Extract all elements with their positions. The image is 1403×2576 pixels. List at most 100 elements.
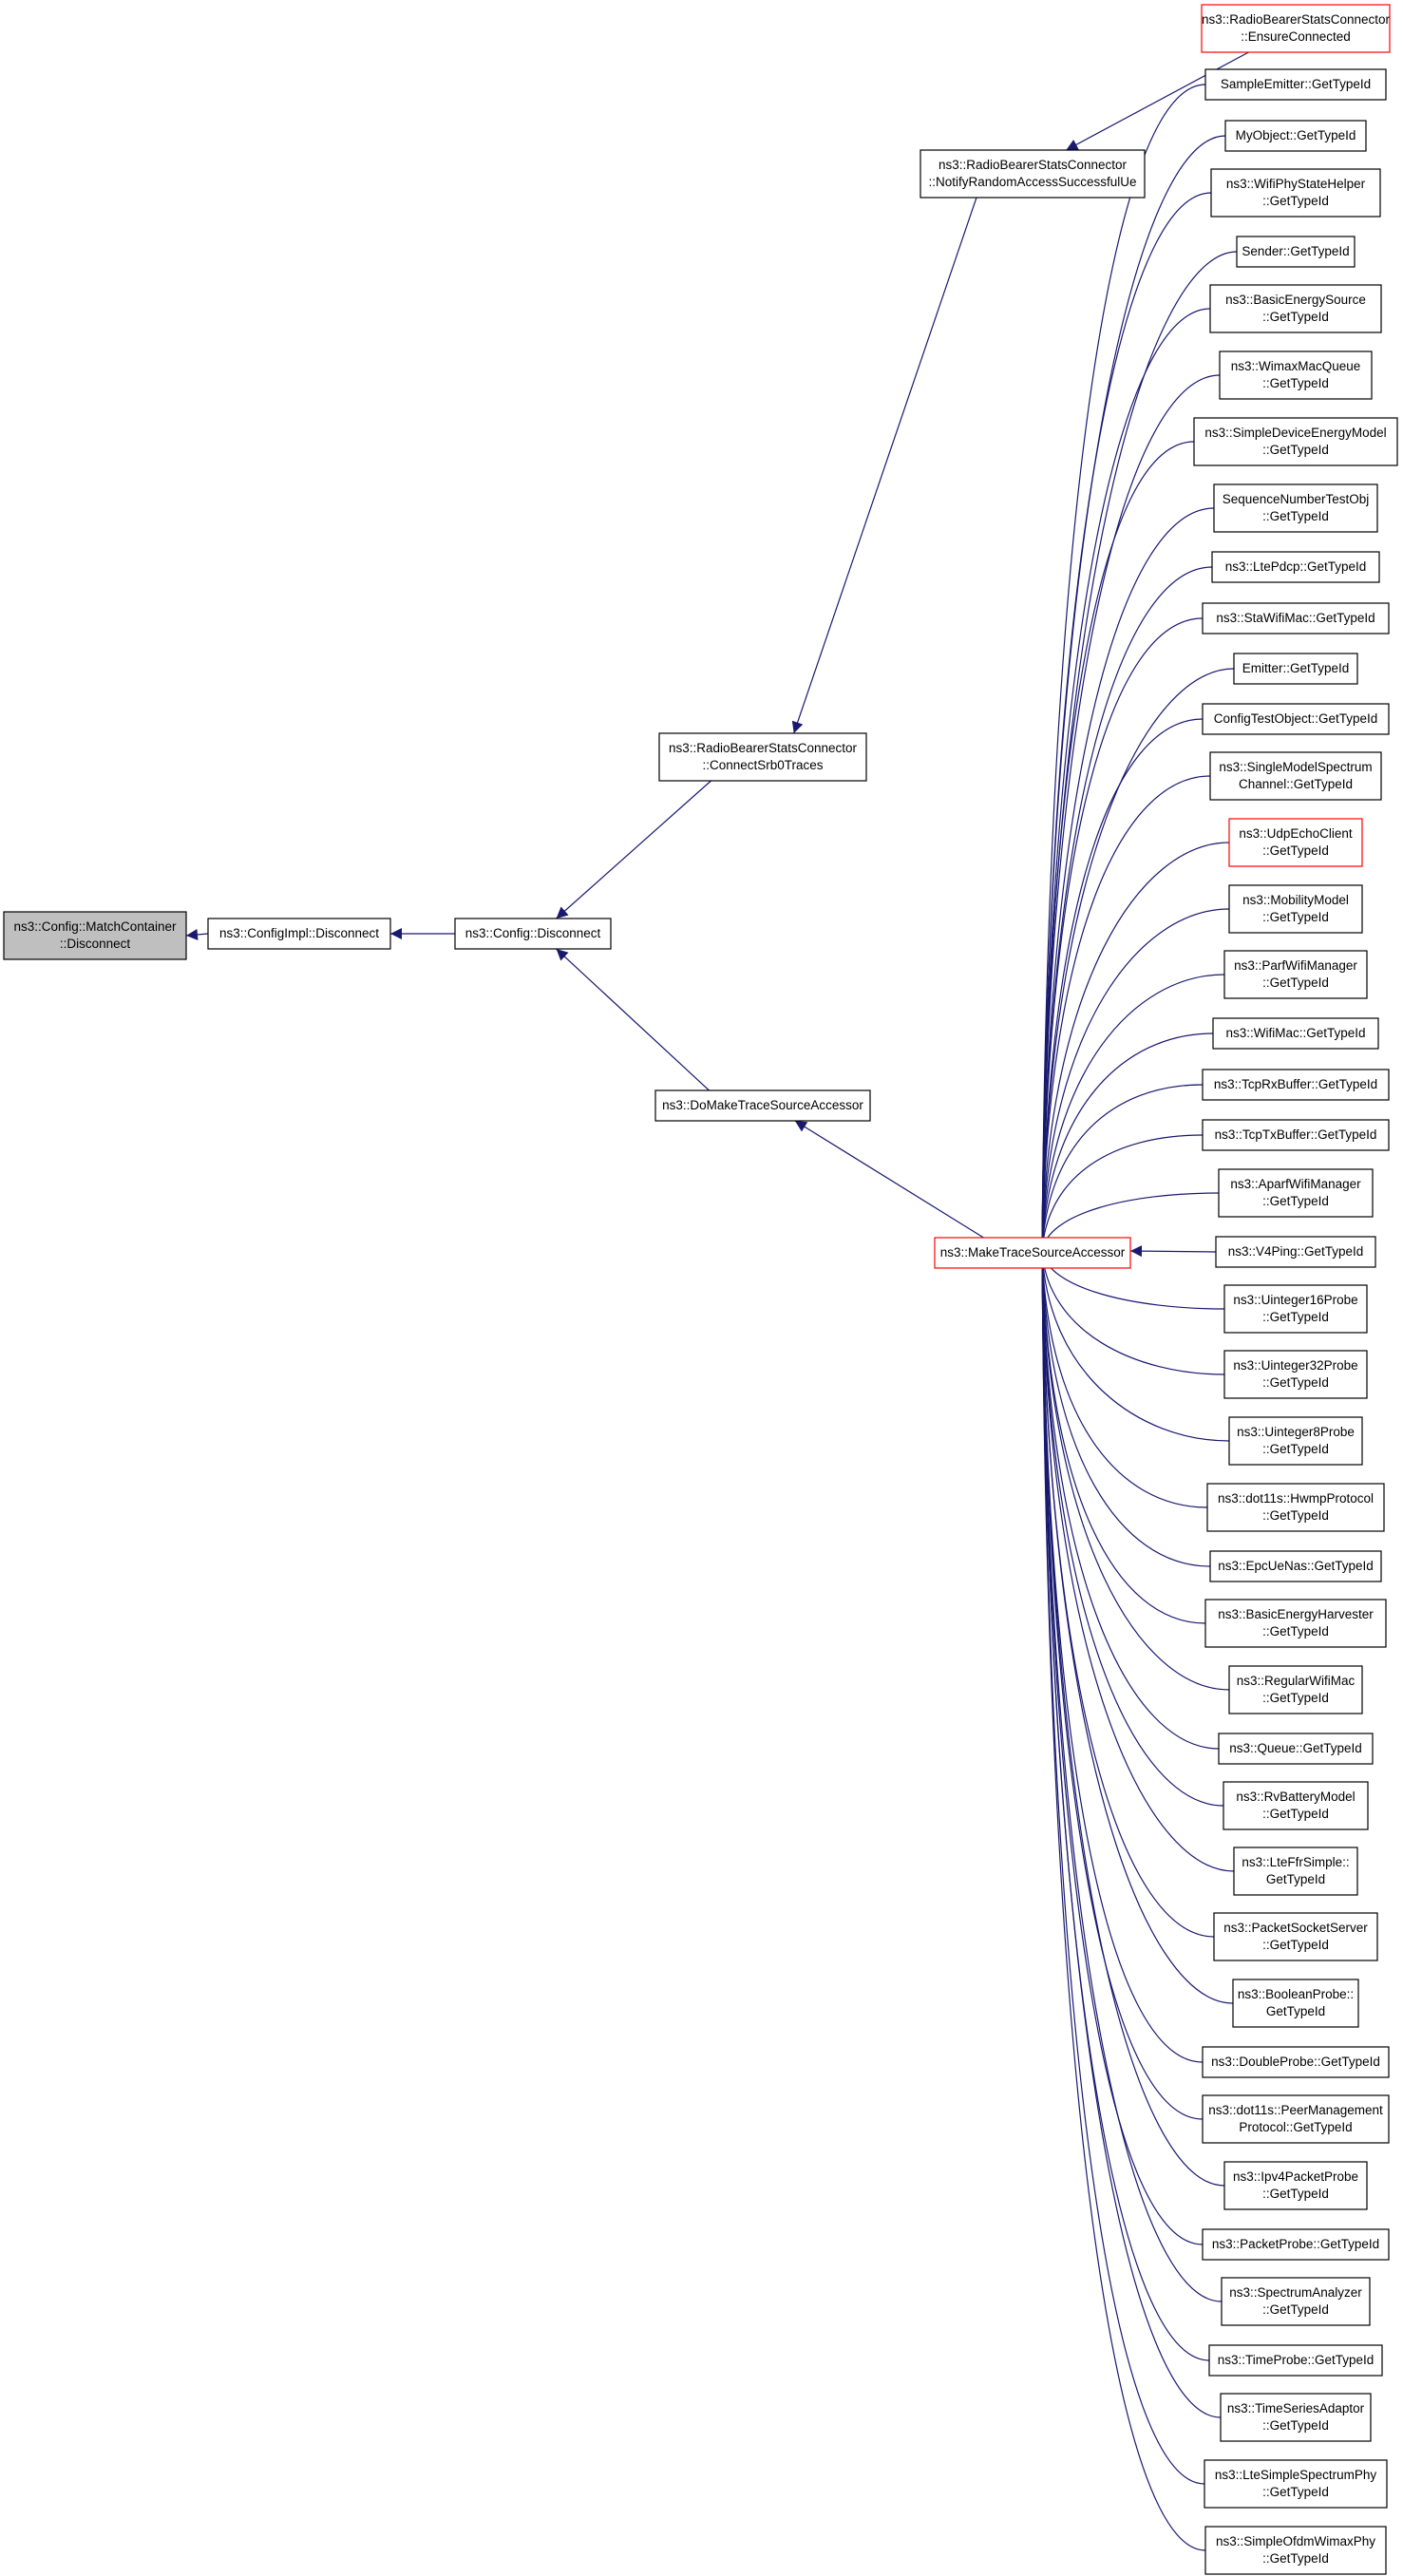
node-wifi-phy-state-helper[interactable]: ns3::WifiPhyStateHelper::GetTypeId: [1210, 168, 1381, 218]
node-box: [1228, 884, 1363, 934]
node-hwmp-protocol[interactable]: ns3::dot11s::HwmpProtocol::GetTypeId: [1206, 1483, 1385, 1532]
node-label: ::GetTypeId: [1262, 1310, 1329, 1324]
edge-ensure-connected-to-notify-random-access: [1066, 51, 1249, 151]
node-sender[interactable]: Sender::GetTypeId: [1236, 236, 1356, 268]
node-v4-ping[interactable]: ns3::V4Ping::GetTypeId: [1215, 1236, 1376, 1268]
node-rv-battery-model[interactable]: ns3::RvBatteryModel::GetTypeId: [1223, 1781, 1369, 1830]
node-label: ::GetTypeId: [1262, 1807, 1329, 1821]
node-uinteger8-probe[interactable]: ns3::Uinteger8Probe::GetTypeId: [1228, 1416, 1363, 1466]
node-uinteger32-probe[interactable]: ns3::Uinteger32Probe::GetTypeId: [1223, 1350, 1368, 1399]
node-box: [1233, 1847, 1358, 1896]
node-label: ::GetTypeId: [1262, 2187, 1329, 2201]
node-label: ::GetTypeId: [1262, 1194, 1329, 1208]
node-time-series-adaptor[interactable]: ns3::TimeSeriesAdaptor::GetTypeId: [1220, 2393, 1372, 2442]
node-box: [1220, 2393, 1372, 2442]
node-mobility-model[interactable]: ns3::MobilityModel::GetTypeId: [1228, 884, 1363, 934]
node-udp-echo-client[interactable]: ns3::UdpEchoClient::GetTypeId: [1228, 818, 1363, 867]
node-box: [1202, 2094, 1390, 2144]
edge-emitter-to-make-trace-source-accessor: [1036, 668, 1235, 1252]
node-label: ns3::BasicEnergySource: [1225, 293, 1366, 307]
node-tcp-tx-buffer[interactable]: ns3::TcpTxBuffer::GetTypeId: [1202, 1119, 1390, 1151]
node-packet-socket-server[interactable]: ns3::PacketSocketServer::GetTypeId: [1213, 1912, 1378, 1961]
node-label: ns3::SimpleDeviceEnergyModel: [1204, 426, 1386, 440]
node-box: [1233, 653, 1358, 685]
node-label: ns3::ConfigImpl::Disconnect: [219, 926, 379, 940]
node-parf-wifi-manager[interactable]: ns3::ParfWifiManager::GetTypeId: [1223, 950, 1368, 999]
node-notify-random-access[interactable]: ns3::RadioBearerStatsConnector::NotifyRa…: [920, 149, 1146, 199]
node-basic-energy-harvester[interactable]: ns3::BasicEnergyHarvester::GetTypeId: [1204, 1599, 1387, 1648]
node-box: [207, 918, 391, 950]
node-label: GetTypeId: [1266, 1872, 1325, 1886]
edge-regular-wifi-mac-to-make-trace-source-accessor: [1036, 1250, 1230, 1691]
node-simple-device-energy-model[interactable]: ns3::SimpleDeviceEnergyModel::GetTypeId: [1193, 417, 1398, 466]
node-connect-srb0-traces[interactable]: ns3::RadioBearerStatsConnector::ConnectS…: [658, 732, 867, 782]
node-label: MyObject::GetTypeId: [1236, 128, 1356, 142]
node-label: ns3::SpectrumAnalyzer: [1229, 2285, 1362, 2300]
node-label: ConfigTestObject::GetTypeId: [1214, 711, 1378, 726]
node-ensure-connected[interactable]: ns3::RadioBearerStatsConnector::EnsureCo…: [1201, 4, 1391, 53]
node-box: [934, 1237, 1131, 1269]
node-basic-energy-source[interactable]: ns3::BasicEnergySource::GetTypeId: [1209, 284, 1382, 333]
node-box: [1202, 2046, 1390, 2078]
node-box: [1208, 2344, 1383, 2377]
node-box: [1209, 284, 1382, 333]
edge-do-make-trace-source-accessor-to-config-disconnect: [556, 948, 710, 1091]
edge-uinteger8-probe-to-make-trace-source-accessor: [1036, 1250, 1230, 1442]
node-label: ns3::Uinteger16Probe: [1233, 1293, 1357, 1307]
node-config-disconnect[interactable]: ns3::Config::Disconnect: [454, 918, 612, 950]
nodes-layer: ns3::Config::MatchContainer::Disconnectn…: [3, 4, 1398, 2575]
node-aparf-wifi-manager[interactable]: ns3::AparfWifiManager::GetTypeId: [1218, 1168, 1374, 1218]
edge-lte-ffr-simple-to-make-trace-source-accessor: [1036, 1250, 1235, 1872]
node-double-probe[interactable]: ns3::DoubleProbe::GetTypeId: [1202, 2046, 1390, 2078]
node-lte-simple-spectrum-phy[interactable]: ns3::LteSimpleSpectrumPhy::GetTypeId: [1204, 2459, 1388, 2509]
node-label: ns3::MakeTraceSourceAccessor: [940, 1245, 1126, 1260]
node-match-container-disconnect: ns3::Config::MatchContainer::Disconnect: [3, 911, 187, 960]
node-label: ns3::DoMakeTraceSourceAccessor: [662, 1098, 863, 1112]
node-tcp-rx-buffer[interactable]: ns3::TcpRxBuffer::GetTypeId: [1202, 1069, 1390, 1101]
node-sta-wifi-mac[interactable]: ns3::StaWifiMac::GetTypeId: [1202, 602, 1390, 635]
node-single-model-spectrum-channel[interactable]: ns3::SingleModelSpectrumChannel::GetType…: [1209, 751, 1382, 801]
node-config-impl-disconnect[interactable]: ns3::ConfigImpl::Disconnect: [207, 918, 391, 950]
node-label: ns3::Uinteger8Probe: [1237, 1425, 1355, 1439]
node-boolean-probe[interactable]: ns3::BooleanProbe::GetTypeId: [1232, 1979, 1359, 2028]
node-label: SequenceNumberTestObj: [1223, 492, 1370, 506]
node-box: [1228, 1416, 1363, 1466]
node-box: [920, 149, 1146, 199]
node-sequence-number-test-obj[interactable]: SequenceNumberTestObj::GetTypeId: [1213, 483, 1378, 533]
node-my-object[interactable]: MyObject::GetTypeId: [1224, 120, 1367, 152]
edge-wifi-mac-to-make-trace-source-accessor: [1036, 1032, 1214, 1252]
node-regular-wifi-mac[interactable]: ns3::RegularWifiMac::GetTypeId: [1228, 1665, 1363, 1714]
edge-peer-management-protocol-to-make-trace-source-accessor: [1036, 1250, 1204, 2120]
node-label: ns3::LtePdcp::GetTypeId: [1225, 559, 1367, 574]
node-emitter[interactable]: Emitter::GetTypeId: [1233, 653, 1358, 685]
node-lte-pdcp[interactable]: ns3::LtePdcp::GetTypeId: [1211, 551, 1380, 583]
node-peer-management-protocol[interactable]: ns3::dot11s::PeerManagementProtocol::Get…: [1202, 2094, 1390, 2144]
node-do-make-trace-source-accessor[interactable]: ns3::DoMakeTraceSourceAccessor: [654, 1089, 871, 1122]
node-label: ns3::StaWifiMac::GetTypeId: [1216, 611, 1375, 625]
node-time-probe[interactable]: ns3::TimeProbe::GetTypeId: [1208, 2344, 1383, 2377]
node-sample-emitter[interactable]: SampleEmitter::GetTypeId: [1204, 68, 1387, 101]
node-label: ::GetTypeId: [1262, 2302, 1329, 2317]
node-label: ns3::Queue::GetTypeId: [1229, 1741, 1362, 1755]
node-make-trace-source-accessor[interactable]: ns3::MakeTraceSourceAccessor: [934, 1237, 1131, 1269]
node-spectrum-analyzer[interactable]: ns3::SpectrumAnalyzer::GetTypeId: [1221, 2277, 1371, 2326]
node-config-test-object[interactable]: ConfigTestObject::GetTypeId: [1202, 703, 1390, 735]
node-epc-ue-nas[interactable]: ns3::EpcUeNas::GetTypeId: [1209, 1550, 1382, 1582]
node-box: [1204, 68, 1387, 101]
node-box: [1202, 1119, 1390, 1151]
node-packet-probe[interactable]: ns3::PacketProbe::GetTypeId: [1202, 2228, 1390, 2261]
node-lte-ffr-simple[interactable]: ns3::LteFfrSimple::GetTypeId: [1233, 1847, 1358, 1896]
edge-packet-probe-to-make-trace-source-accessor: [1036, 1250, 1204, 2245]
node-label: SampleEmitter::GetTypeId: [1221, 77, 1371, 91]
edge-udp-echo-client-to-make-trace-source-accessor: [1036, 842, 1230, 1252]
node-label: ns3::Config::Disconnect: [465, 926, 601, 940]
node-wifi-mac[interactable]: ns3::WifiMac::GetTypeId: [1212, 1017, 1379, 1050]
node-queue[interactable]: ns3::Queue::GetTypeId: [1218, 1733, 1374, 1765]
node-uinteger16-probe[interactable]: ns3::Uinteger16Probe::GetTypeId: [1223, 1284, 1368, 1334]
node-ipv4-packet-probe[interactable]: ns3::Ipv4PacketProbe::GetTypeId: [1223, 2161, 1368, 2210]
node-label: ::GetTypeId: [1262, 975, 1329, 990]
edge-wifi-phy-state-helper-to-make-trace-source-accessor: [1036, 192, 1212, 1252]
node-wimax-mac-queue[interactable]: ns3::WimaxMacQueue::GetTypeId: [1219, 350, 1373, 400]
edge-config-test-object-to-make-trace-source-accessor: [1036, 718, 1204, 1252]
node-simple-ofdm-wimax-phy[interactable]: ns3::SimpleOfdmWimaxPhy::GetTypeId: [1204, 2526, 1387, 2575]
